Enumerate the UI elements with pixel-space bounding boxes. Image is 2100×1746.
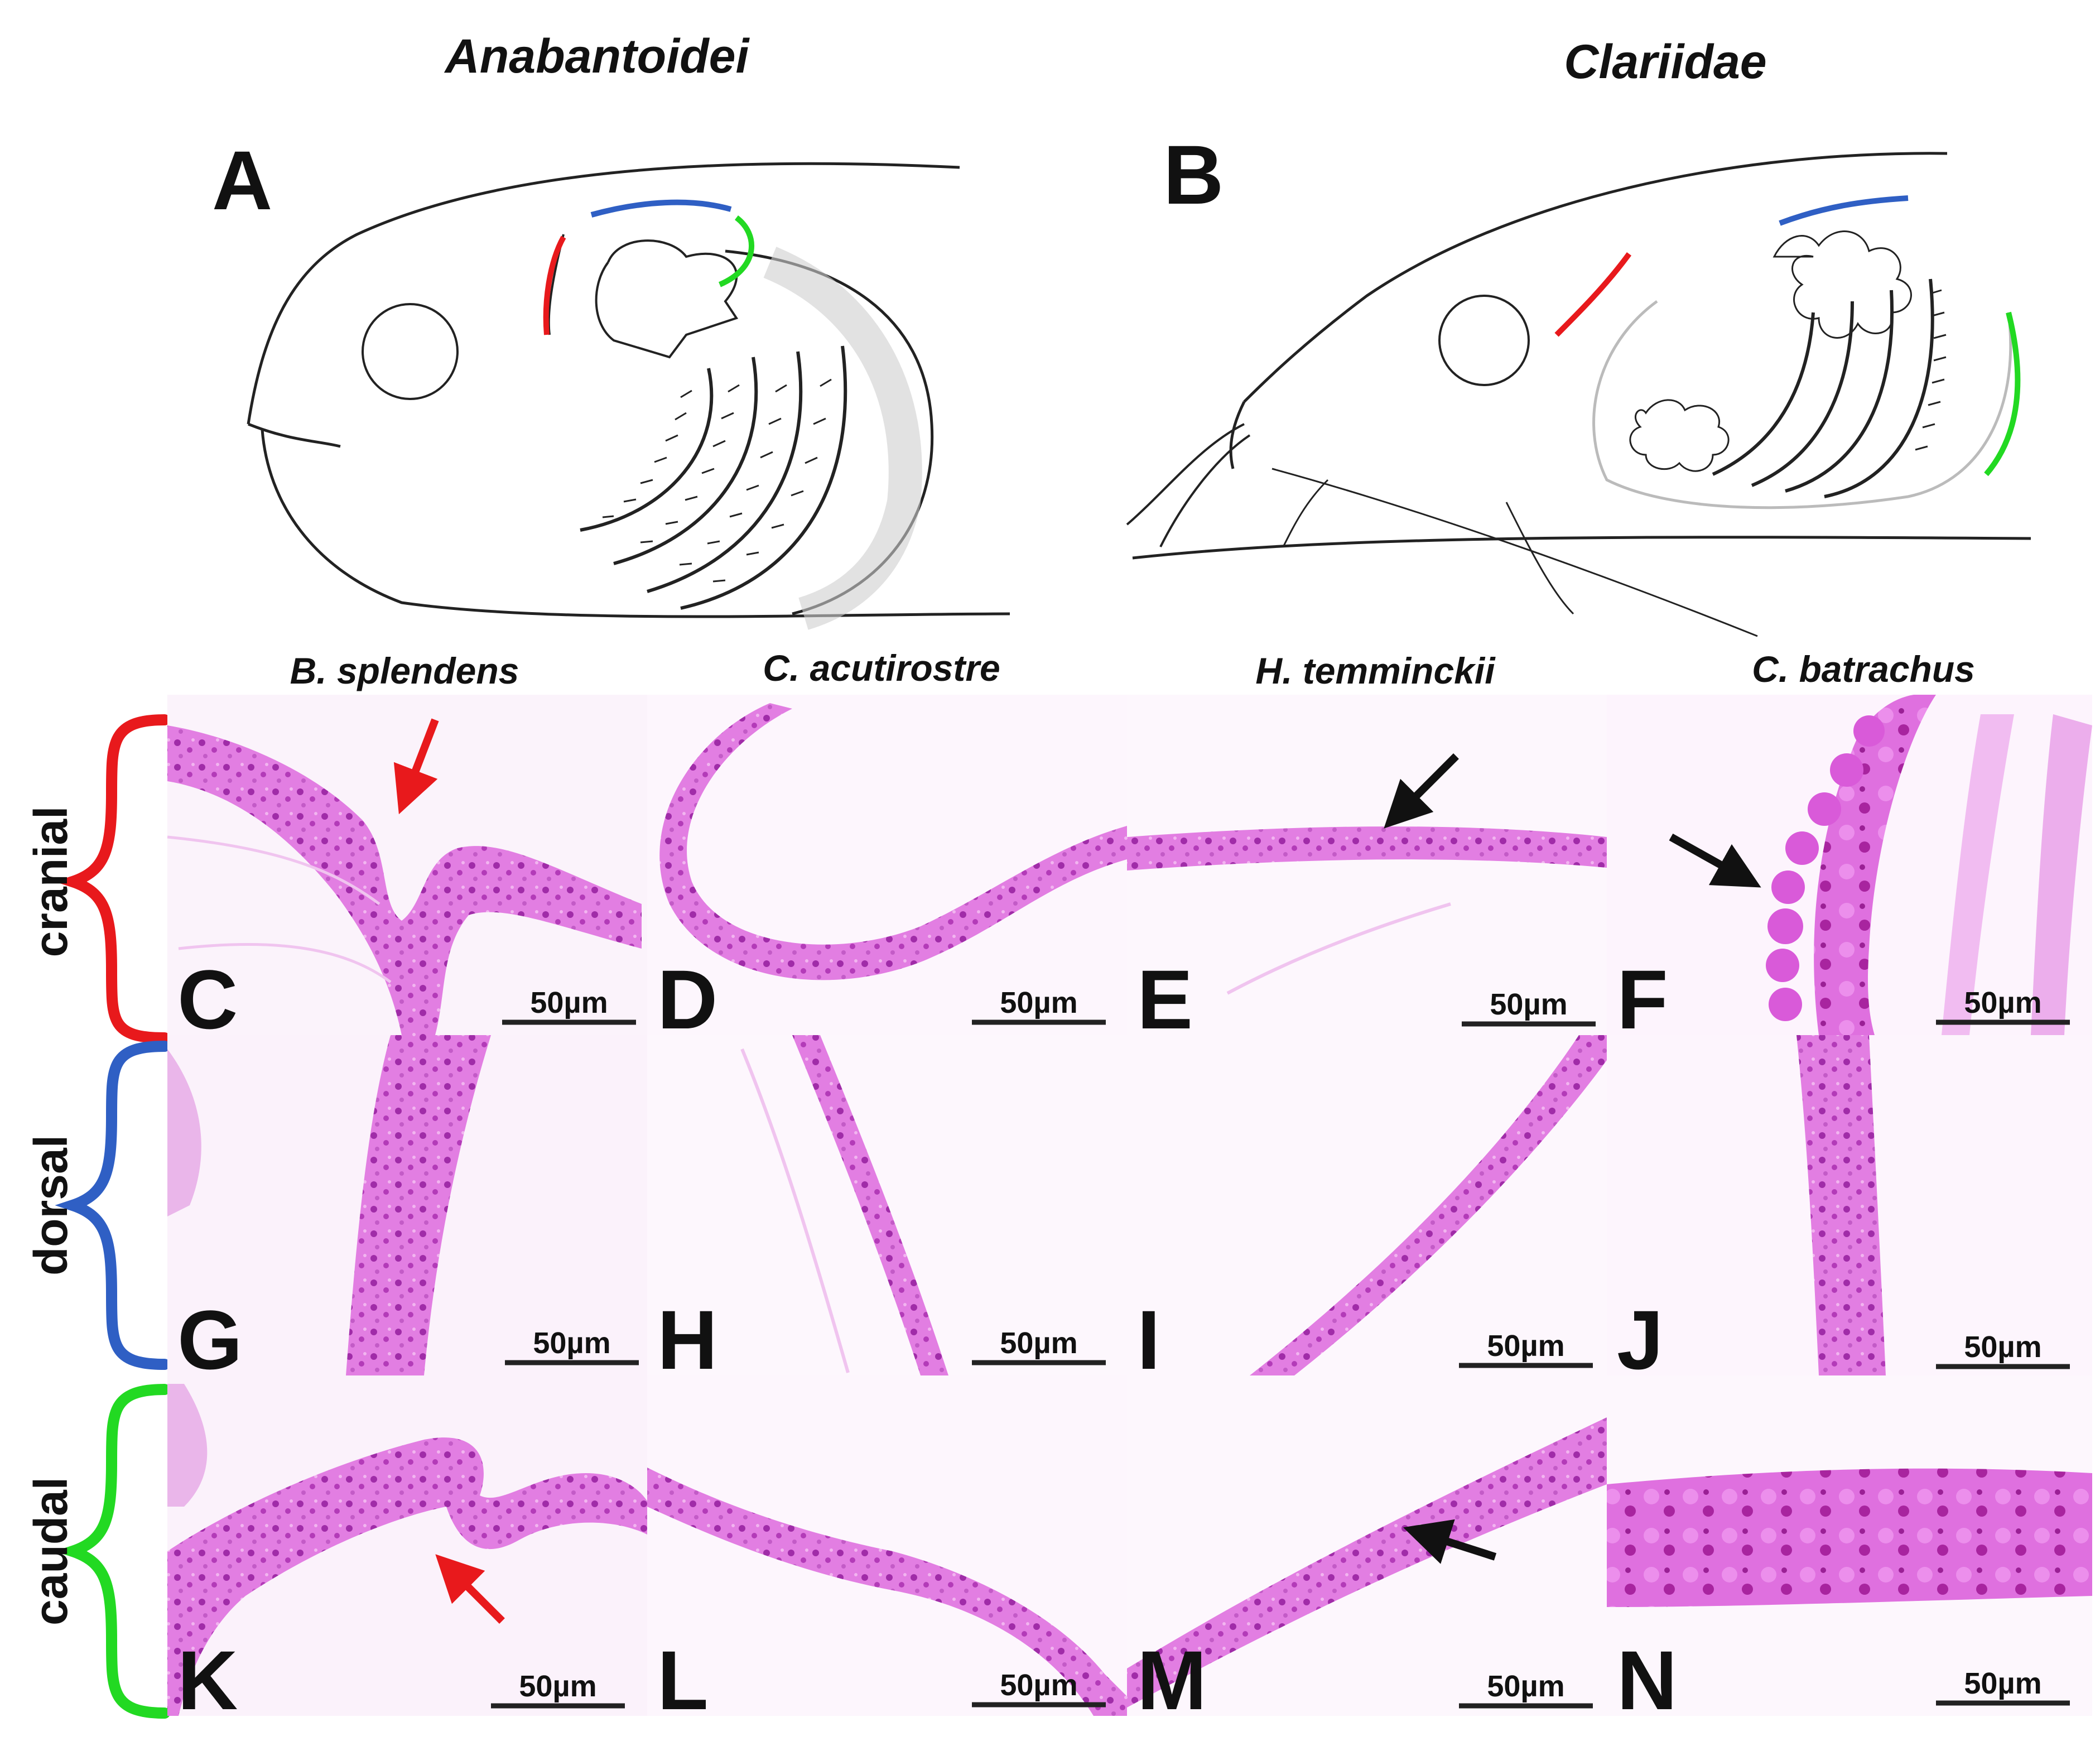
svg-text:50µm: 50µm xyxy=(1487,1670,1564,1703)
panel-label-e: E xyxy=(1137,953,1193,1046)
micrograph-k xyxy=(167,1375,647,1716)
scale-bar-m: 50µm xyxy=(1459,1670,1593,1709)
svg-text:50µm: 50µm xyxy=(533,1326,610,1360)
scale-bar-n: 50µm xyxy=(1936,1667,2070,1706)
scale-bar-g: 50µm xyxy=(505,1326,639,1365)
micrograph-f xyxy=(1607,695,2092,1035)
scale-bar-e: 50µm xyxy=(1462,988,1596,1027)
micrograph-j xyxy=(1607,1035,2092,1375)
panel-label-d: D xyxy=(657,953,717,1046)
micrograph-grid: C D E F G H I J K L M N 50µm 50µm 50µm 5… xyxy=(167,695,2092,1727)
scale-bar-f: 50µm xyxy=(1936,986,2070,1025)
panel-label-m: M xyxy=(1137,1633,1207,1727)
line-dorsal-b xyxy=(1779,195,1909,226)
panel-label-f: F xyxy=(1617,953,1668,1046)
svg-text:50µm: 50µm xyxy=(1000,986,1077,1019)
panel-label-h: H xyxy=(657,1293,717,1387)
scale-bar-d: 50µm xyxy=(972,986,1106,1025)
micrograph-m xyxy=(1127,1375,1607,1716)
region-brace-cranial xyxy=(55,714,170,1043)
region-brace-caudal xyxy=(55,1384,170,1719)
panel-label-b: B xyxy=(1163,128,1224,222)
region-label-dorsal: dorsal xyxy=(25,1135,77,1276)
region-brace-dorsal xyxy=(55,1041,170,1370)
species-h-temminckii: H. temminckii xyxy=(1255,650,1496,691)
svg-text:50µm: 50µm xyxy=(1964,1330,2041,1364)
panel-label-n: N xyxy=(1617,1633,1677,1727)
drawing-clariid-head xyxy=(1126,152,2031,637)
arrow-red-c xyxy=(393,718,439,815)
line-dorsal-a xyxy=(590,199,732,218)
svg-text:50µm: 50µm xyxy=(1487,1329,1564,1363)
svg-text:50µm: 50µm xyxy=(530,986,608,1019)
line-cranial-b xyxy=(1554,252,1632,337)
micrograph-n xyxy=(1607,1375,2092,1716)
arrow-black-e xyxy=(1384,753,1459,829)
panel-label-a: A xyxy=(212,133,272,227)
micrograph-c xyxy=(167,695,647,1035)
arrow-red-k xyxy=(435,1554,505,1624)
micrograph-g xyxy=(167,1035,647,1375)
drawing-anabantoid-head xyxy=(247,162,1010,630)
arrow-black-m xyxy=(1403,1519,1497,1564)
scale-bar-l: 50µm xyxy=(972,1668,1106,1707)
svg-text:50µm: 50µm xyxy=(1490,988,1567,1021)
svg-text:50µm: 50µm xyxy=(1964,1667,2041,1700)
group-title-clariidae: Clariidae xyxy=(1564,35,1766,89)
panel-label-j: J xyxy=(1617,1293,1663,1387)
region-label-cranial: cranial xyxy=(25,806,77,958)
micrograph-l xyxy=(647,1375,1127,1716)
micrograph-i xyxy=(1127,1035,1607,1375)
micrograph-h xyxy=(647,1035,1127,1375)
svg-text:50µm: 50µm xyxy=(519,1670,596,1703)
panel-label-i: I xyxy=(1137,1293,1160,1387)
svg-text:50µm: 50µm xyxy=(1964,986,2041,1019)
panel-label-g: G xyxy=(177,1293,243,1387)
svg-text:50µm: 50µm xyxy=(1000,1668,1077,1702)
scale-bar-c: 50µm xyxy=(502,986,636,1025)
scale-bar-k: 50µm xyxy=(491,1670,625,1709)
line-caudal-a xyxy=(718,215,755,287)
line-caudal-b xyxy=(1984,311,2021,477)
scale-bar-j: 50µm xyxy=(1936,1330,2070,1369)
panel-label-k: K xyxy=(177,1633,238,1727)
panel-label-c: C xyxy=(177,953,238,1046)
species-c-acutirostre: C. acutirostre xyxy=(763,647,1000,689)
micrograph-e xyxy=(1127,695,1607,1035)
scale-bar-h: 50µm xyxy=(972,1326,1106,1365)
scale-bar-i: 50µm xyxy=(1459,1329,1593,1368)
line-cranial-a xyxy=(543,235,566,335)
species-b-splendens: B. splendens xyxy=(290,650,519,691)
micrograph-d xyxy=(647,695,1127,1035)
svg-text:50µm: 50µm xyxy=(1000,1326,1077,1360)
group-title-anabantoidei: Anabantoidei xyxy=(444,30,750,83)
species-c-batrachus: C. batrachus xyxy=(1752,648,1975,690)
region-label-caudal: caudal xyxy=(25,1477,77,1625)
panel-label-l: L xyxy=(657,1633,709,1727)
arrow-black-f xyxy=(1669,833,1761,888)
